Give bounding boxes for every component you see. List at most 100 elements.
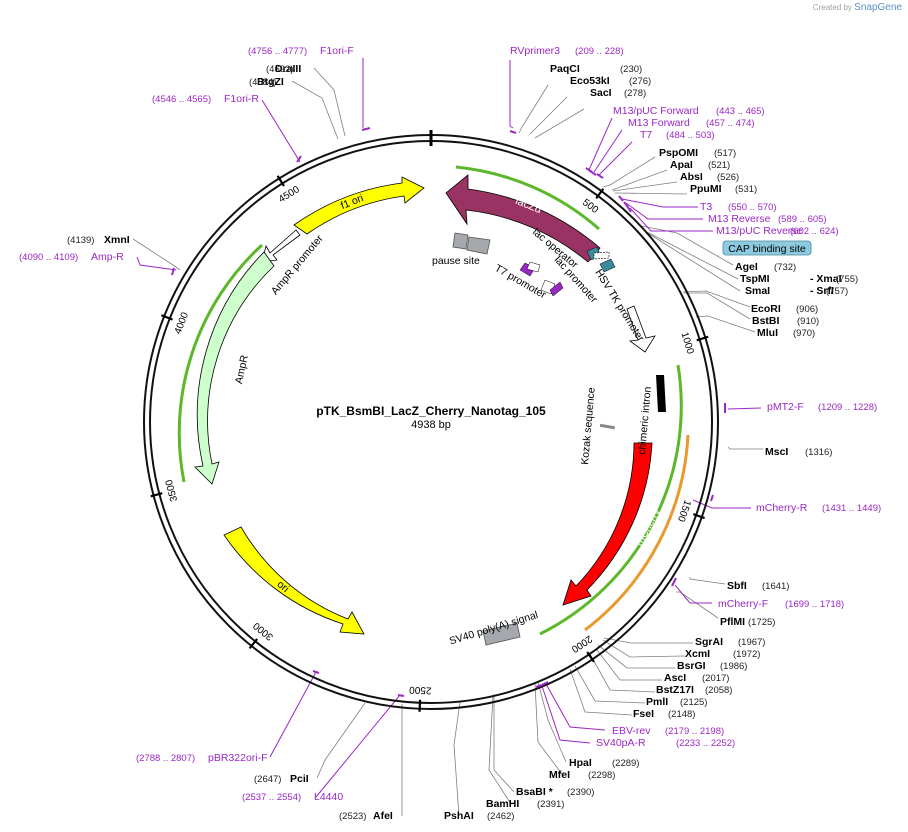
site-name: DraIII xyxy=(275,63,301,75)
kozak-sequence-feature xyxy=(599,423,616,430)
primer-name: F1ori-R xyxy=(224,93,259,105)
site-name: AbsI xyxy=(680,171,703,183)
snapgene-logo: SnapGene xyxy=(854,2,902,13)
t7-promoter-mark-2 xyxy=(526,261,541,273)
hsv-tk-promoter-feature xyxy=(626,305,656,353)
primer-range: (4756 .. 4777) xyxy=(248,46,307,57)
site-name: ApaI xyxy=(670,159,693,171)
site-name: EcoRI xyxy=(751,303,781,315)
primer-range: (2788 .. 2807) xyxy=(136,753,195,764)
site-position: (4692) xyxy=(266,64,293,75)
site-position: (531) xyxy=(735,184,757,195)
site-name: BtgZI xyxy=(257,76,284,88)
primer-name: F1ori-F xyxy=(320,45,354,57)
scale-tick-label: 3500 xyxy=(164,478,180,503)
site-name: SgrAI xyxy=(695,636,723,648)
primer-leader-lines xyxy=(136,58,762,798)
site-position: (521) xyxy=(708,160,730,171)
primer-name: RVprimer3 xyxy=(510,45,560,57)
primer-name: pMT2-F xyxy=(767,401,804,413)
site-name: PflMI xyxy=(720,616,745,628)
ampr-label: AmpR xyxy=(233,354,251,385)
scale-tick xyxy=(150,492,163,498)
site-name: PciI xyxy=(290,773,309,785)
site-name: AscI xyxy=(664,672,686,684)
site-position: (4684) xyxy=(249,77,276,88)
site-position: (2289) xyxy=(612,758,639,769)
f1-ori-feature xyxy=(293,176,425,235)
scale-tick xyxy=(248,638,258,649)
scale-tick-label: 2000 xyxy=(569,633,594,655)
scale-tick xyxy=(595,188,605,200)
site-name: PspOMI xyxy=(659,147,698,159)
mcherry-feature xyxy=(562,442,653,606)
site-name: BsrGI xyxy=(677,660,706,672)
pause-site-feature-2 xyxy=(466,236,491,255)
scale-tick xyxy=(276,175,285,187)
site-name: AgeI xyxy=(735,261,758,273)
site-position: (2148) xyxy=(668,709,695,720)
site-position: (2125) xyxy=(680,697,707,708)
primer-range: (484 .. 503) xyxy=(666,130,715,141)
scale-tick-label: 1000 xyxy=(679,331,696,356)
site-position: (526) xyxy=(717,172,739,183)
site-position: (1725) xyxy=(748,617,775,628)
site-name: SmaI xyxy=(745,285,770,297)
primer-range: (2179 .. 2198) xyxy=(665,726,724,737)
site-position: (2017) xyxy=(702,673,729,684)
site-position: (1316) xyxy=(805,447,832,458)
primer-name: L4440 xyxy=(314,791,343,803)
primer-name: Amp-R xyxy=(91,251,124,263)
site-name: XcmI xyxy=(685,648,710,660)
ampr-promoter-label: AmpR promoter xyxy=(269,232,326,297)
site-position: (755) xyxy=(836,274,858,285)
primer-range: (589 .. 605) xyxy=(778,214,827,225)
site-position: (2298) xyxy=(588,770,615,781)
primer-name: mCherry-R xyxy=(756,502,808,514)
primer-name: EBV-rev xyxy=(612,725,651,737)
lac-promoter-mark xyxy=(593,251,610,260)
primer-range: (1431 .. 1449) xyxy=(822,503,881,514)
sv40-polya-feature xyxy=(482,622,521,646)
scale-tick xyxy=(160,314,173,321)
site-position: (1967) xyxy=(738,637,765,648)
site-position: (1641) xyxy=(762,581,789,592)
primer-name: M13/pUC Forward xyxy=(613,105,699,117)
hsv-tk-promoter-label: HSV TK promoter xyxy=(592,267,646,344)
ori-feature xyxy=(223,526,365,635)
ampr-orf-arc xyxy=(177,243,264,483)
primer-name: M13/pUC Reverse xyxy=(716,225,803,237)
primer-name: T7 xyxy=(640,129,652,141)
ampr-feature xyxy=(194,251,275,485)
primer-range: (1209 .. 1228) xyxy=(818,402,877,413)
primer-range: (4546 .. 4565) xyxy=(152,94,211,105)
annotation-labels: PaqCI(230)Eco53kI(276)SacI(278)PspOMI(51… xyxy=(19,45,881,822)
chimeric-intron-feature xyxy=(656,375,666,412)
site-name: PaqCI xyxy=(550,63,580,75)
site-position: (970) xyxy=(793,328,815,339)
site-name: - XmaI xyxy=(810,273,842,285)
site-position: (276) xyxy=(629,76,651,87)
site-position: (732) xyxy=(774,262,796,273)
primer-name: SV40pA-R xyxy=(596,737,646,749)
site-position: (1986) xyxy=(720,661,747,672)
lacza-orf-arc xyxy=(455,165,600,231)
site-name: - SrfI xyxy=(810,285,834,297)
primer-range: (550 .. 570) xyxy=(728,202,777,213)
primer-range: (1699 .. 1718) xyxy=(785,599,844,610)
lac-operator-mark xyxy=(599,258,616,273)
primer-name: T3 xyxy=(700,201,712,213)
primer-range: (2537 .. 2554) xyxy=(242,792,301,803)
scale-tick-label: 1500 xyxy=(675,498,693,523)
lac-promoter-mark-3 xyxy=(549,281,564,297)
site-position: (230) xyxy=(620,64,642,75)
scale-tick xyxy=(692,513,705,520)
site-position: (2391) xyxy=(537,799,564,810)
primer-marks xyxy=(171,127,726,697)
site-name: XmnI xyxy=(104,234,130,246)
site-position: (2058) xyxy=(705,685,732,696)
site-name: MfeI xyxy=(549,769,570,781)
site-name: PshAI xyxy=(444,810,474,822)
site-name: SacI xyxy=(590,87,612,99)
